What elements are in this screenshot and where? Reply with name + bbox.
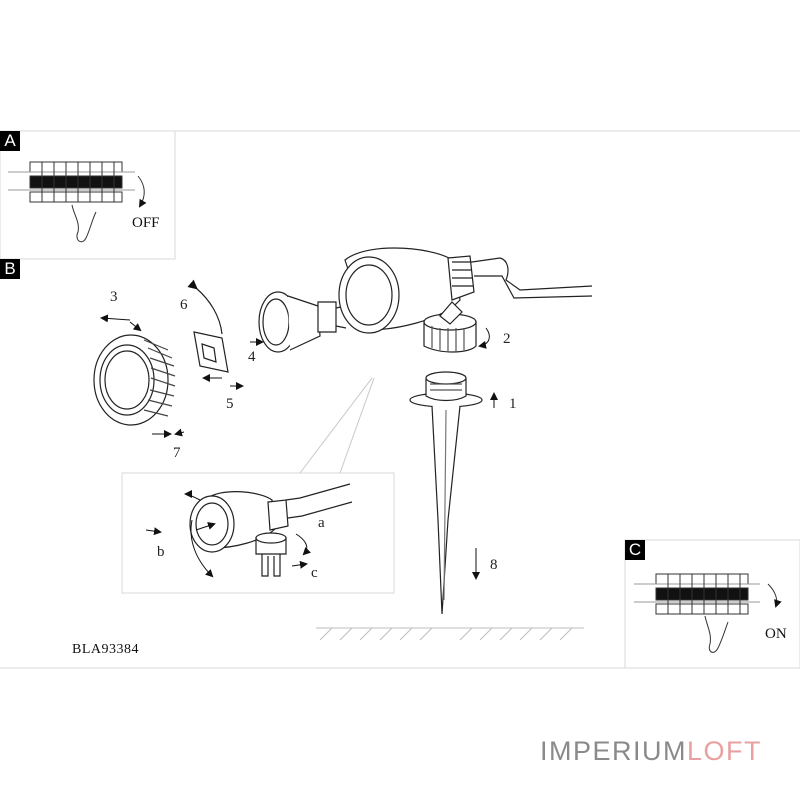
callout-6: 6 xyxy=(180,297,188,313)
swivel-joint xyxy=(424,302,476,352)
callout-4: 4 xyxy=(248,349,256,365)
callout-7: 7 xyxy=(173,445,181,461)
ground-spike xyxy=(410,372,482,614)
retaining-ring xyxy=(94,335,175,425)
ground-line xyxy=(316,628,584,640)
panel-c-tag: C xyxy=(625,540,645,560)
breaker-panel-on xyxy=(634,574,782,652)
callout-8: 8 xyxy=(490,557,498,573)
breaker-panel-off xyxy=(8,162,147,242)
lamp-bulb xyxy=(259,292,346,352)
panel-a-tag: A xyxy=(0,131,20,151)
assembly-arrows xyxy=(100,314,498,580)
clip-bracket xyxy=(187,279,228,372)
brand-accent: LOFT xyxy=(687,736,763,766)
callout-a: a xyxy=(318,515,325,531)
callout-b: b xyxy=(157,544,165,560)
model-code: BLA93384 xyxy=(72,642,139,657)
panel-b-tag: B xyxy=(0,259,20,279)
detail-assembled-spotlight xyxy=(190,484,352,576)
brand-watermark: IMPERIUMLOFT xyxy=(540,736,762,767)
callout-3: 3 xyxy=(110,289,118,305)
spotlight-housing xyxy=(339,248,592,333)
on-label: ON xyxy=(765,626,787,642)
callout-5: 5 xyxy=(226,396,234,412)
callout-2: 2 xyxy=(503,331,511,347)
brand-main: IMPERIUM xyxy=(540,736,687,766)
callout-c: c xyxy=(311,565,318,581)
off-label: OFF xyxy=(132,215,160,231)
callout-1: 1 xyxy=(509,396,517,412)
detail-zoom-lines xyxy=(300,378,374,473)
frame xyxy=(0,131,800,668)
